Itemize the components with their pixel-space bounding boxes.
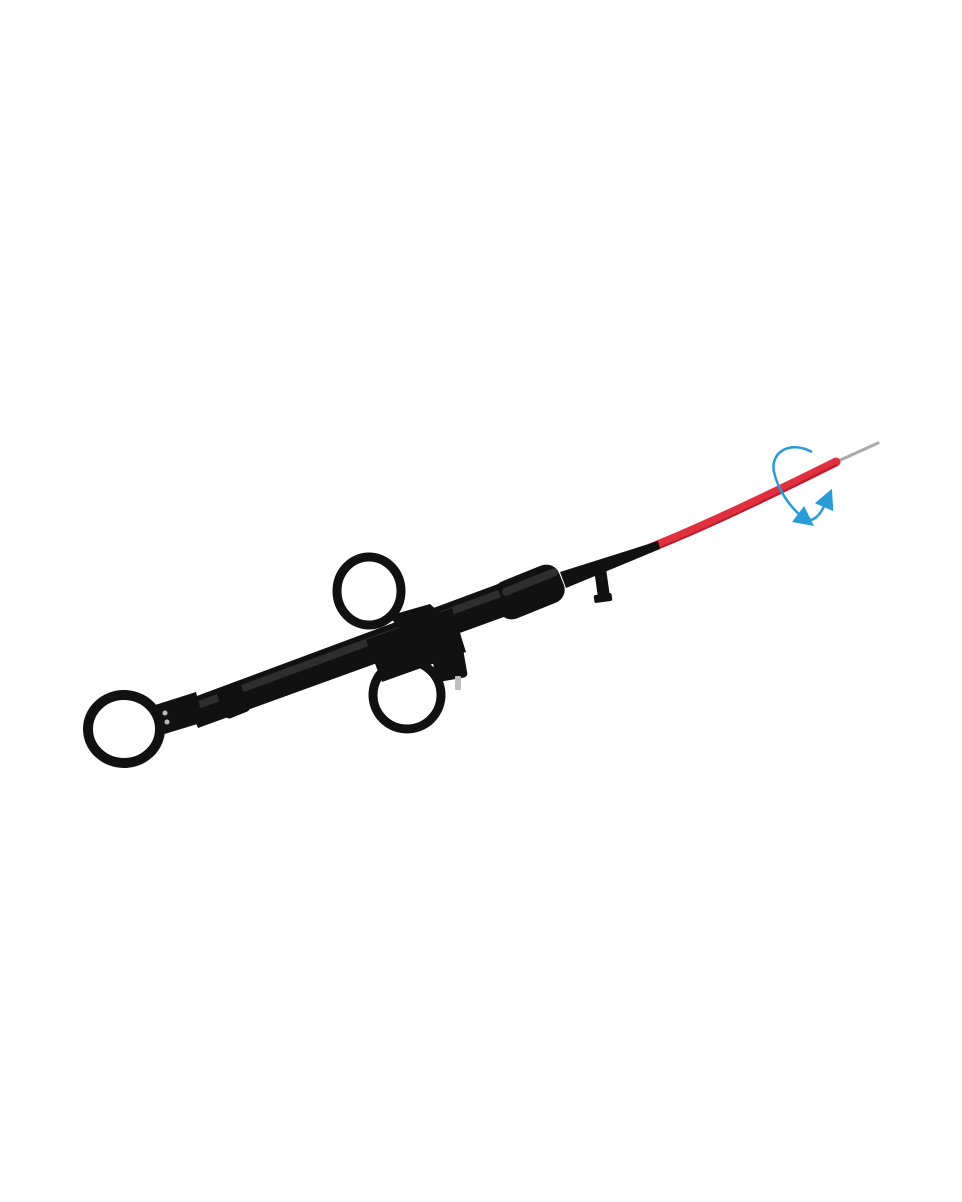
rotation-arrow-icon [772,446,834,527]
catheter-sheath [645,457,841,553]
lower-finger-ring [368,656,446,734]
front-collar [493,564,565,620]
side-port [593,567,613,603]
thumb-ring [83,690,204,768]
guide-wire [834,441,880,464]
rear-collar [216,681,250,719]
nose-cone [560,541,660,588]
catheter-sheath-shade [651,464,837,552]
